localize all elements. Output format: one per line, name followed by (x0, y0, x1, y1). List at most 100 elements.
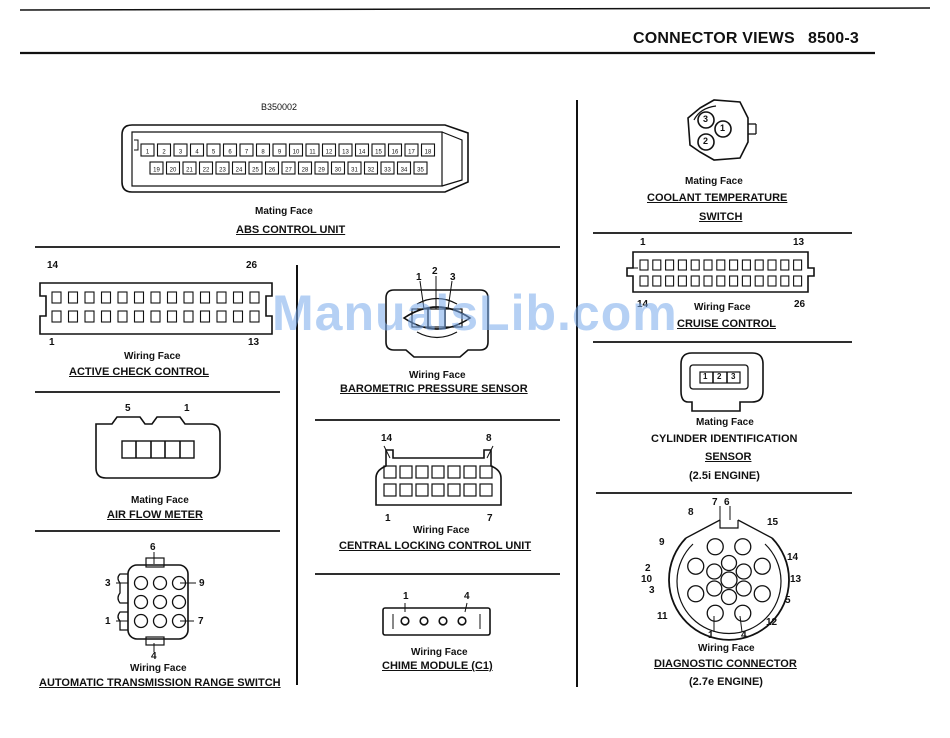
diag-label-7: 7 (712, 497, 718, 508)
cruise-cavity (639, 275, 649, 287)
acc-cavity (166, 310, 178, 323)
acc-cavity (249, 310, 260, 323)
cruise-cavity (665, 275, 675, 287)
abs-cavity (288, 143, 304, 157)
acc-cavity (133, 310, 145, 323)
abs-pin-number: 20 (170, 168, 177, 174)
cruise-cavity (677, 275, 687, 287)
cool-pin-1: 1 (720, 123, 726, 133)
cl-cavity (447, 465, 461, 479)
cruise-cavity (690, 275, 700, 287)
acc-cavity (166, 291, 178, 304)
abs-cavity (396, 161, 412, 175)
abs-pin-number: 15 (375, 150, 382, 156)
diag-label-5: 5 (785, 595, 791, 606)
cruise-pin-bl: 14 (637, 299, 649, 310)
air-flow-connector (95, 416, 221, 479)
abs-pin-number: 16 (392, 150, 399, 156)
abs-pin-number: 31 (351, 168, 358, 174)
abs-cavity (255, 143, 271, 157)
cool-face-label: Mating Face (685, 176, 743, 187)
cyl-title-1: CYLINDER IDENTIFICATION (651, 433, 798, 445)
abs-pin-number: 8 (261, 150, 265, 156)
abs-cavity (239, 143, 254, 157)
cl-cavity (415, 465, 429, 479)
cruise-cavity (665, 259, 675, 271)
abs-pin-number: 6 (228, 150, 232, 156)
acc-cavity (133, 291, 145, 304)
chime-pin-r: 4 (464, 591, 470, 602)
cyl-title-2: SENSOR (705, 451, 752, 463)
baro-title: BAROMETRIC PRESSURE SENSOR (340, 383, 528, 395)
acc-cavity (150, 310, 161, 323)
cruise-pin-br: 26 (794, 299, 806, 310)
abs-pin-number: 25 (252, 168, 259, 174)
baro-pin-3: 3 (450, 272, 456, 283)
top-rule (19, 7, 931, 11)
trs-pin-1: 1 (105, 616, 111, 627)
acc-cavity (232, 291, 244, 304)
cruise-face-label: Wiring Face (694, 302, 751, 313)
cyl-pin-3: 3 (731, 372, 736, 381)
chime-title: CHIME MODULE (C1) (382, 660, 493, 672)
abs-pin-number: 33 (384, 168, 391, 174)
diag-label-2: 2 (645, 563, 651, 574)
baro-connector (385, 276, 489, 358)
cruise-cavity (741, 275, 751, 287)
diag-pin (706, 563, 723, 580)
acc-pin-tr: 26 (246, 260, 258, 271)
cruise-cavity (780, 259, 790, 271)
abs-cavity (272, 143, 287, 157)
abs-pin-number: 14 (359, 150, 366, 156)
cl-pin-tr: 8 (486, 433, 492, 444)
abs-pin-number: 17 (408, 150, 415, 156)
abs-cavity (140, 143, 155, 157)
abs-pin-number: 35 (417, 168, 424, 174)
diag-label-1: 1 (708, 630, 714, 641)
diag-label-8: 8 (688, 507, 694, 518)
diag-pin (706, 604, 724, 622)
cruise-cavity (652, 259, 662, 271)
acc-cavity (183, 310, 194, 323)
chime-pin-l: 1 (403, 591, 409, 602)
acc-cavity (100, 310, 112, 323)
abs-cavity (404, 143, 419, 157)
abs-pin-number: 13 (342, 150, 349, 156)
abs-cavity (165, 161, 181, 175)
cl-title: CENTRAL LOCKING CONTROL UNIT (339, 540, 532, 552)
abs-cavity (420, 143, 436, 157)
abs-pin-number: 3 (179, 150, 183, 156)
abs-cavity (264, 161, 280, 175)
diag-label-4: 4 (741, 630, 747, 641)
diag-pin (753, 585, 771, 603)
trs-pin-6: 6 (150, 542, 156, 553)
abs-cavity (281, 161, 296, 175)
diag-label-6: 6 (724, 497, 730, 508)
cool-pin-2: 2 (703, 136, 709, 146)
trs-pin-3: 3 (105, 578, 111, 589)
diag-label-14: 14 (787, 552, 799, 563)
chime-face-label: Wiring Face (411, 647, 468, 658)
diag-label-11: 11 (657, 611, 668, 622)
diag-pin (706, 580, 723, 597)
abs-cavity (189, 143, 205, 157)
diag-label-9: 9 (659, 537, 665, 548)
cl-cavity (479, 483, 493, 497)
abs-code: B350002 (261, 102, 298, 112)
abs-pin-number: 23 (219, 168, 226, 174)
abs-cavity (198, 161, 214, 175)
trs-pin-9: 9 (199, 578, 205, 589)
cl-face-label: Wiring Face (413, 525, 470, 536)
acc-cavity (117, 310, 128, 323)
acc-cavity (216, 291, 227, 304)
abs-pin-number: 5 (212, 150, 216, 156)
cruise-cavity (729, 259, 739, 271)
diag-label-13: 13 (790, 574, 802, 585)
cl-cavity (431, 465, 445, 479)
coolant-connector (687, 99, 757, 161)
cl-cavity (383, 465, 397, 479)
abs-cavity (413, 161, 428, 175)
